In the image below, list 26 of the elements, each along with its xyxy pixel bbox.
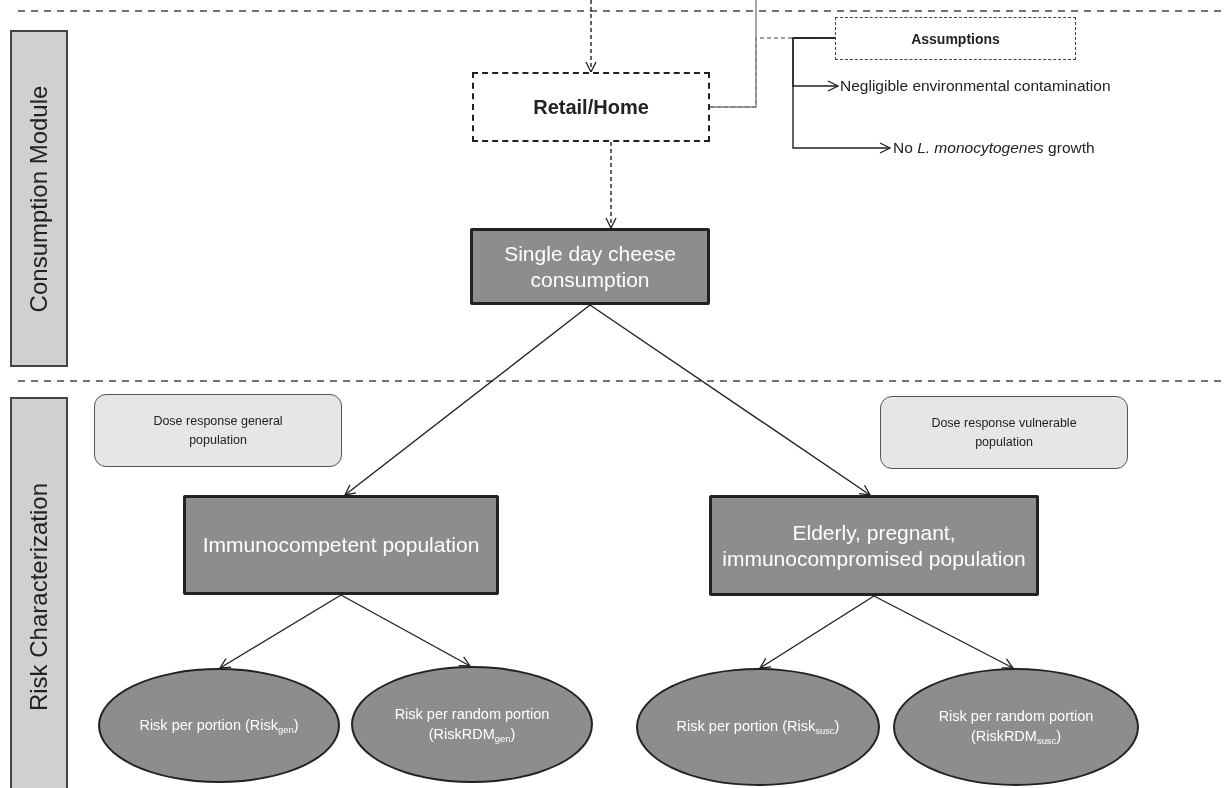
note-box: Dose response general population: [94, 394, 342, 467]
result-ellipse: Risk per random portion (RiskRDM$_{gen}$): [351, 666, 593, 783]
process-box: Single day cheese consumption: [470, 228, 710, 305]
note-box: Dose response vulnerable population: [880, 396, 1128, 469]
arrow: [792, 37, 891, 154]
arrow: [344, 304, 591, 496]
arrow: [585, 0, 597, 73]
arrow: [605, 141, 617, 229]
assumption-text: Negligible environmental contamination: [840, 74, 1220, 98]
dashed-heading-box: Assumptions: [835, 17, 1076, 60]
arrow: [219, 594, 342, 669]
population-box: Elderly, pregnant, immunocompromised population: [709, 495, 1039, 596]
assumption-text: No L. monocytogenes growth: [893, 136, 1193, 160]
arrow: [759, 595, 875, 669]
result-ellipse: Risk per portion (Risk$_{gen}$): [98, 668, 340, 783]
result-ellipse: Risk per portion (Risk$_{susc}$): [636, 668, 880, 786]
arrow: [873, 595, 1014, 669]
section-label-band: [10, 30, 68, 367]
arrow: [589, 304, 871, 496]
section-label-band: [10, 397, 68, 788]
arrow: [340, 594, 471, 667]
population-box: Immunocompetent population: [183, 495, 499, 595]
section-title: Risk Characterization: [25, 482, 53, 712]
section-title: Consumption Module: [25, 85, 53, 312]
result-ellipse: Risk per random portion (RiskRDM$_{susc}$): [893, 668, 1139, 786]
dashed-process-box: Retail/Home: [472, 72, 710, 142]
